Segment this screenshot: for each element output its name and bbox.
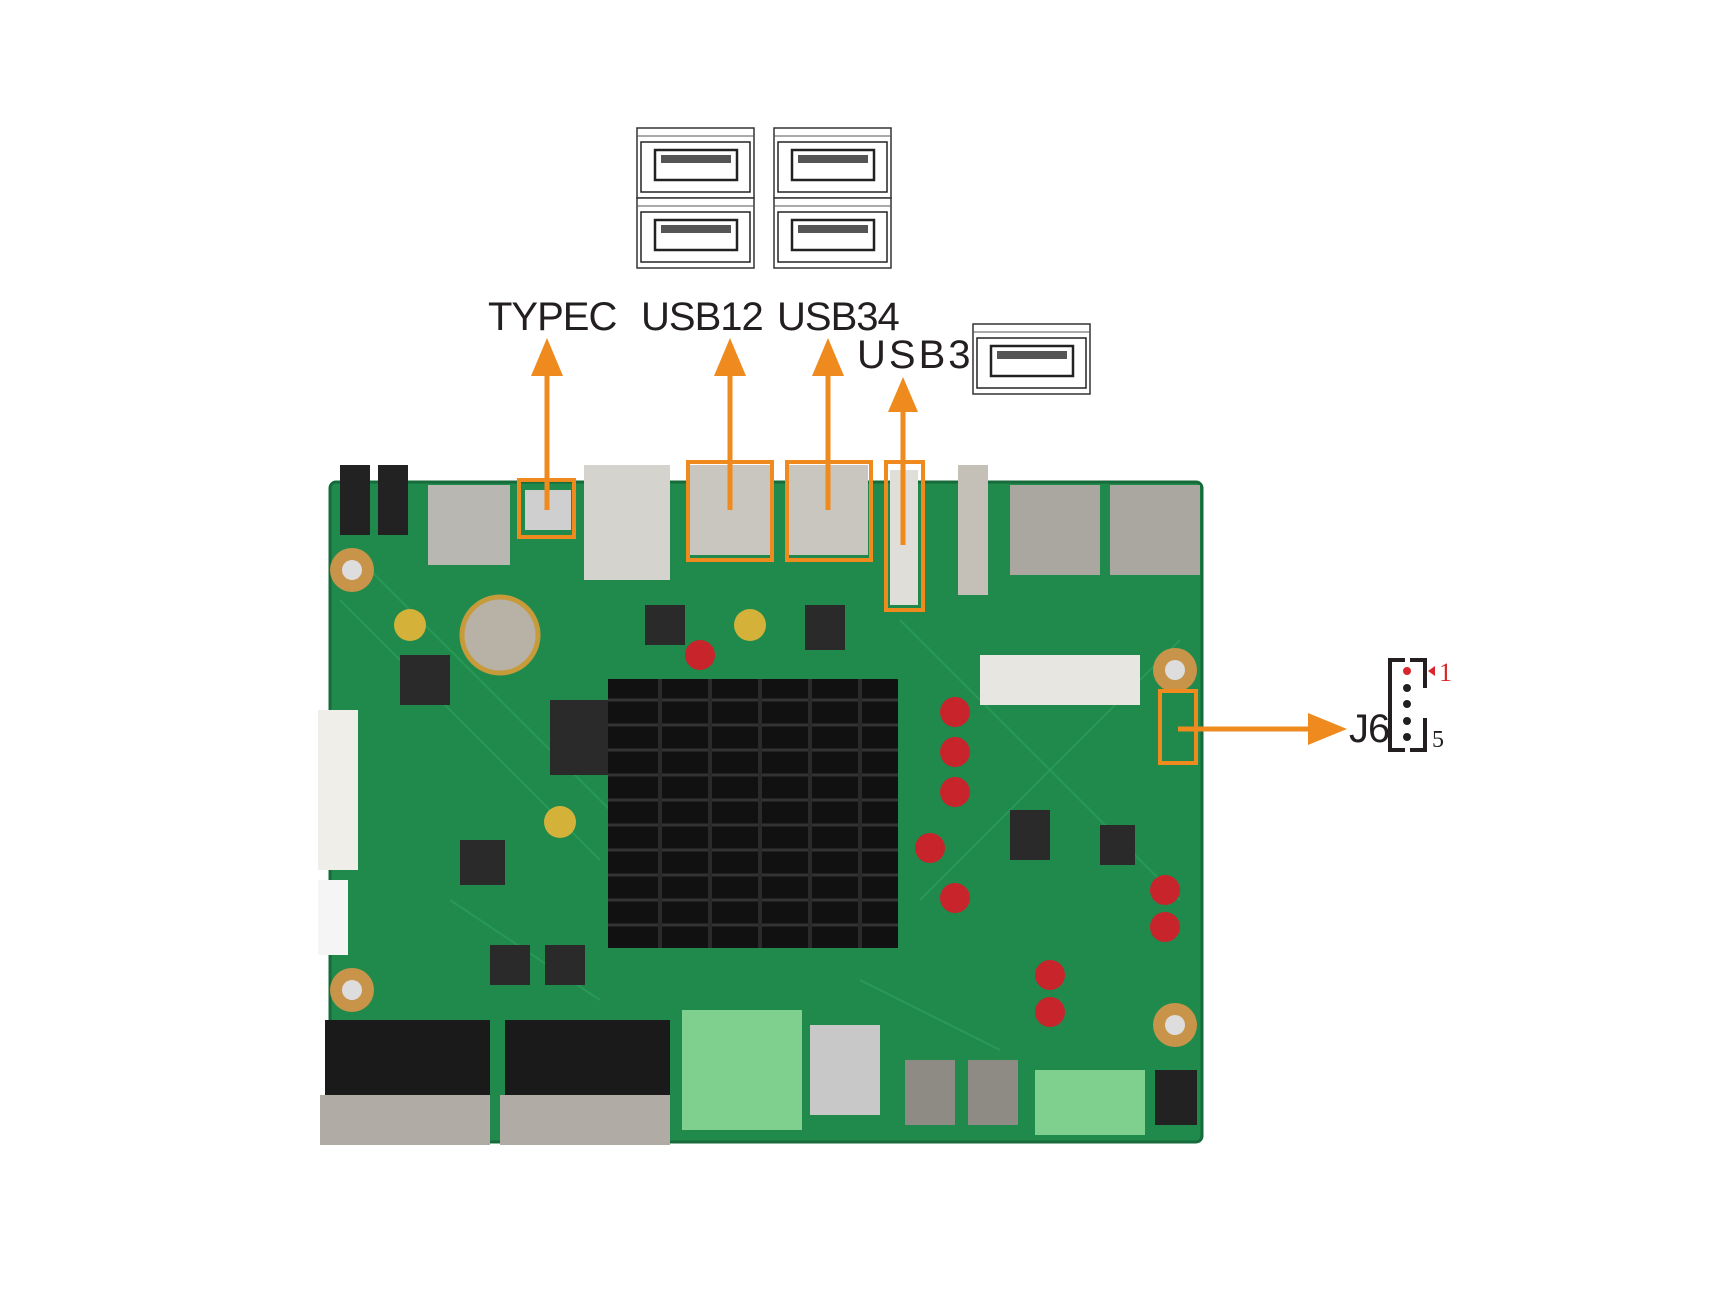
usb34-arrow [812,338,844,510]
usb12-arrow [714,338,746,510]
motherboard-photo [318,465,1204,1145]
heatsink [608,679,898,948]
usb3-arrow [888,377,918,545]
label-typec: TYPEC [488,295,617,339]
j6-pinout-diagram [1388,658,1435,752]
typec-arrow [531,338,563,510]
usb12-port-icon [635,126,756,270]
pin-1-dot [1403,667,1411,675]
usb34-port-icon [772,126,893,270]
label-usb12: USB12 [641,295,764,339]
pin-1-marker-icon [1428,666,1435,676]
label-usb34: USB34 [777,295,900,339]
label-j6: J6 [1349,707,1390,751]
pin-5-label: 5 [1432,727,1444,753]
j6-arrow [1178,713,1347,745]
pin-1-label: 1 [1439,658,1452,687]
label-usb3: USB3 [857,333,974,377]
usb3-port-icon [971,322,1092,396]
